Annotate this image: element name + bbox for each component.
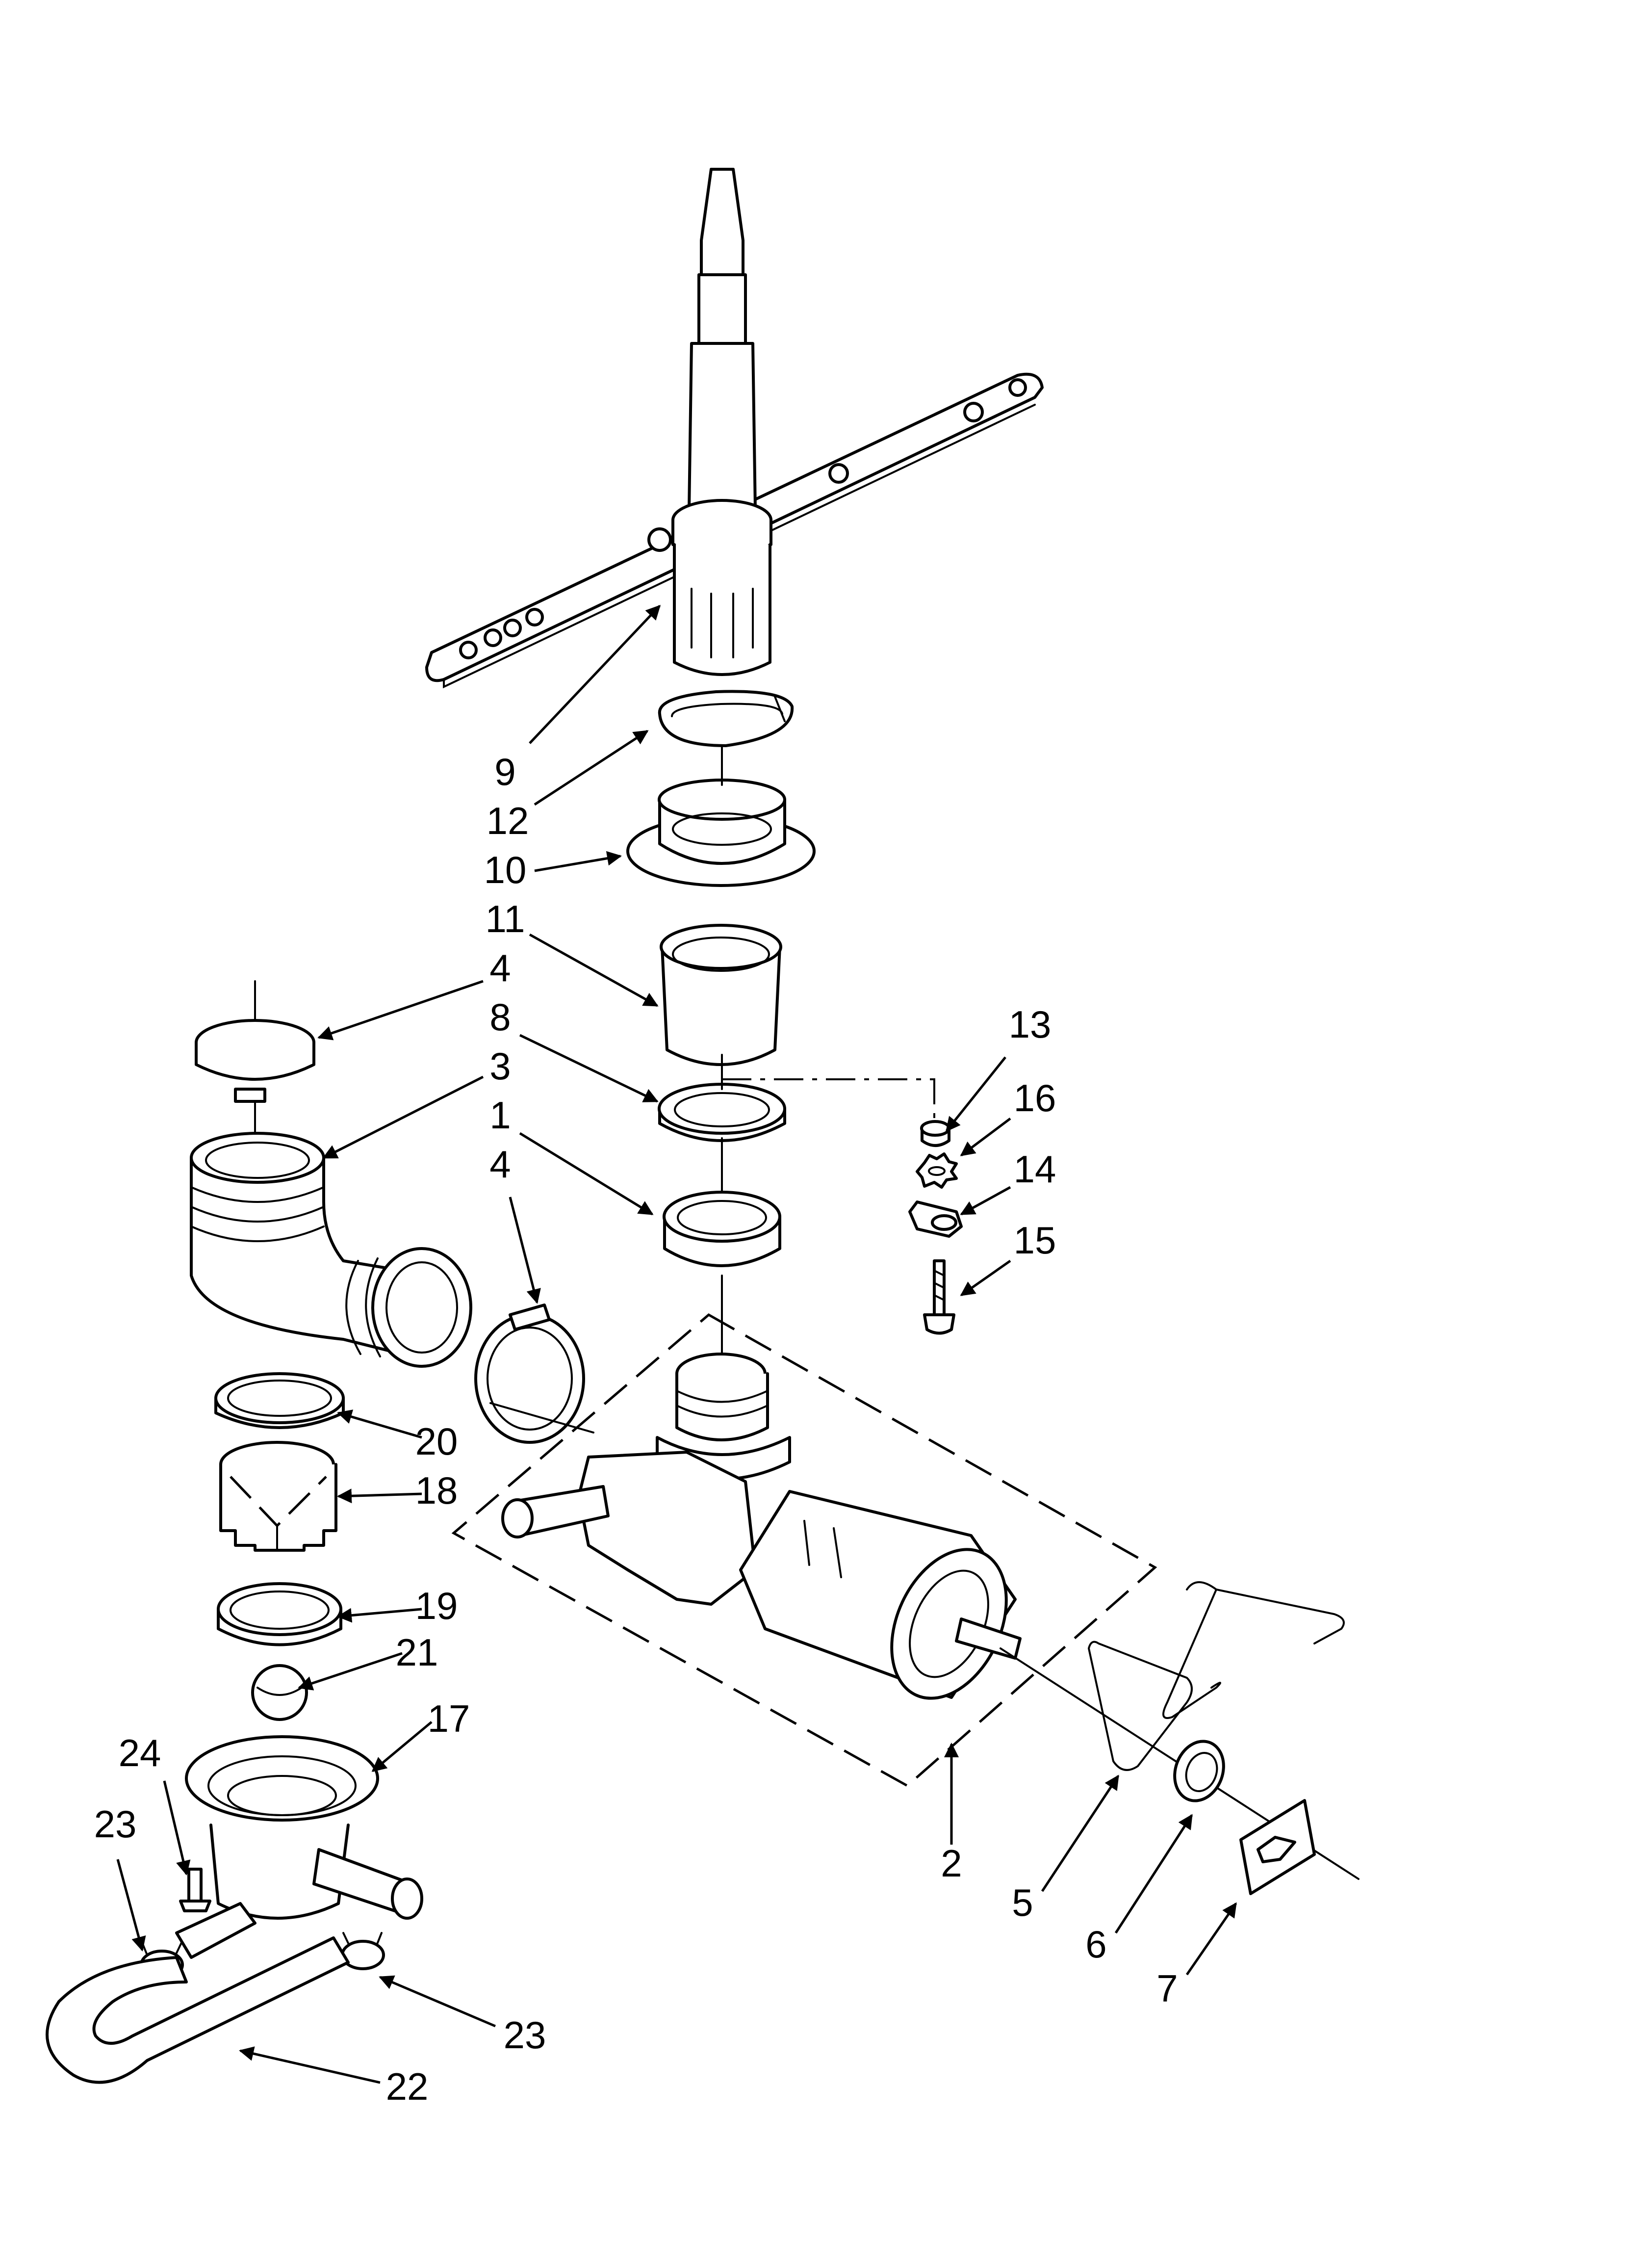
leader-c5 — [1041, 1774, 1120, 1892]
callout-label-c19: 19 — [415, 1584, 458, 1627]
callout-label-c11: 11 — [486, 897, 525, 940]
part-8-ring — [658, 1083, 786, 1142]
leader-c16 — [960, 1118, 1011, 1156]
leader-c24 — [163, 1780, 191, 1876]
part-18-filter — [219, 1441, 337, 1552]
callout-label-c24: 24 — [119, 1731, 161, 1774]
callout-label-c2: 2 — [941, 1842, 962, 1885]
leader-c11 — [529, 933, 659, 1007]
leader-c18 — [337, 1488, 422, 1504]
callout-label-c17: 17 — [428, 1697, 470, 1740]
callout-label-c4a: 4 — [489, 946, 511, 990]
part-17-housing — [175, 1735, 423, 1959]
leader-c9 — [529, 604, 661, 744]
part-7-plate — [1239, 1799, 1316, 1895]
callout-label-c13: 13 — [1009, 1003, 1052, 1046]
part-11-cup — [660, 924, 782, 1066]
callout-label-c20: 20 — [415, 1420, 458, 1463]
part-3-elbow — [190, 1132, 472, 1368]
callout-label-c1: 1 — [489, 1094, 511, 1137]
callout-label-c5: 5 — [1012, 1881, 1033, 1924]
hardware-axis-line — [722, 1078, 935, 1123]
callout-label-c8: 8 — [489, 995, 511, 1039]
leader-c10 — [534, 851, 622, 872]
callout-label-c23b: 23 — [504, 2013, 546, 2057]
callout-label-c7: 7 — [1156, 1967, 1178, 2010]
leader-c7 — [1185, 1902, 1237, 1976]
callout-label-c6: 6 — [1085, 1923, 1106, 1966]
leader-c12 — [534, 730, 649, 806]
leader-c22 — [239, 2046, 381, 2084]
part-23-clamp-right — [341, 1932, 385, 1970]
part-10-collar — [626, 779, 816, 887]
part-19-ring — [217, 1582, 342, 1646]
leader-c14 — [960, 1186, 1011, 1216]
part-1-ring — [663, 1191, 781, 1267]
part-13-nut — [920, 1120, 950, 1147]
callout-label-c14: 14 — [1014, 1147, 1056, 1191]
leader-c20 — [337, 1409, 422, 1439]
leader-c4b — [509, 1197, 541, 1304]
callout-label-c18: 18 — [415, 1469, 458, 1512]
part-21-ball — [251, 1664, 308, 1721]
callout-label-c10: 10 — [484, 848, 527, 891]
callout-label-c9: 9 — [494, 750, 515, 793]
leader-c6 — [1114, 1814, 1193, 1934]
part-5-bracket — [1087, 1581, 1345, 1771]
part-20-ring — [214, 1372, 345, 1429]
part-4-clamp-lower — [474, 1303, 594, 1444]
callout-label-c21: 21 — [396, 1631, 438, 1674]
callout-label-c15: 15 — [1014, 1219, 1056, 1262]
leader-c3 — [322, 1075, 484, 1159]
leader-c4a — [317, 980, 484, 1041]
callout-label-c12: 12 — [487, 799, 529, 842]
callout-label-c3: 3 — [489, 1044, 511, 1088]
leader-c13 — [946, 1056, 1006, 1132]
leader-c21 — [298, 1652, 403, 1691]
part-22-hose — [46, 1936, 350, 2084]
leader-c8 — [519, 1034, 659, 1103]
leader-c1 — [519, 1132, 654, 1216]
part-6-bushing — [1173, 1740, 1225, 1802]
part-14-clip — [908, 1200, 963, 1238]
callout-label-c23a: 23 — [94, 1802, 137, 1846]
part-2-pump-motor — [451, 1313, 1157, 1788]
callout-label-c4b: 4 — [489, 1143, 511, 1186]
callout-label-c16: 16 — [1014, 1076, 1056, 1120]
leader-c15 — [960, 1259, 1011, 1297]
leader-c19 — [337, 1608, 422, 1623]
part-12-ring — [658, 690, 794, 747]
leader-c23a — [116, 1859, 146, 1952]
part-9-spray-arm — [425, 168, 1044, 689]
part-24-screw — [179, 1868, 211, 1912]
leader-c23b — [379, 1975, 496, 2028]
part-4-clamp-top — [195, 980, 315, 1144]
part-16-washer — [916, 1152, 958, 1189]
callout-label-c22: 22 — [386, 2065, 429, 2108]
leader-c17 — [371, 1721, 433, 1772]
part-15-screw — [923, 1259, 955, 1335]
callout-layer: 9121011483141316141520181921172423232225… — [94, 604, 1237, 2108]
